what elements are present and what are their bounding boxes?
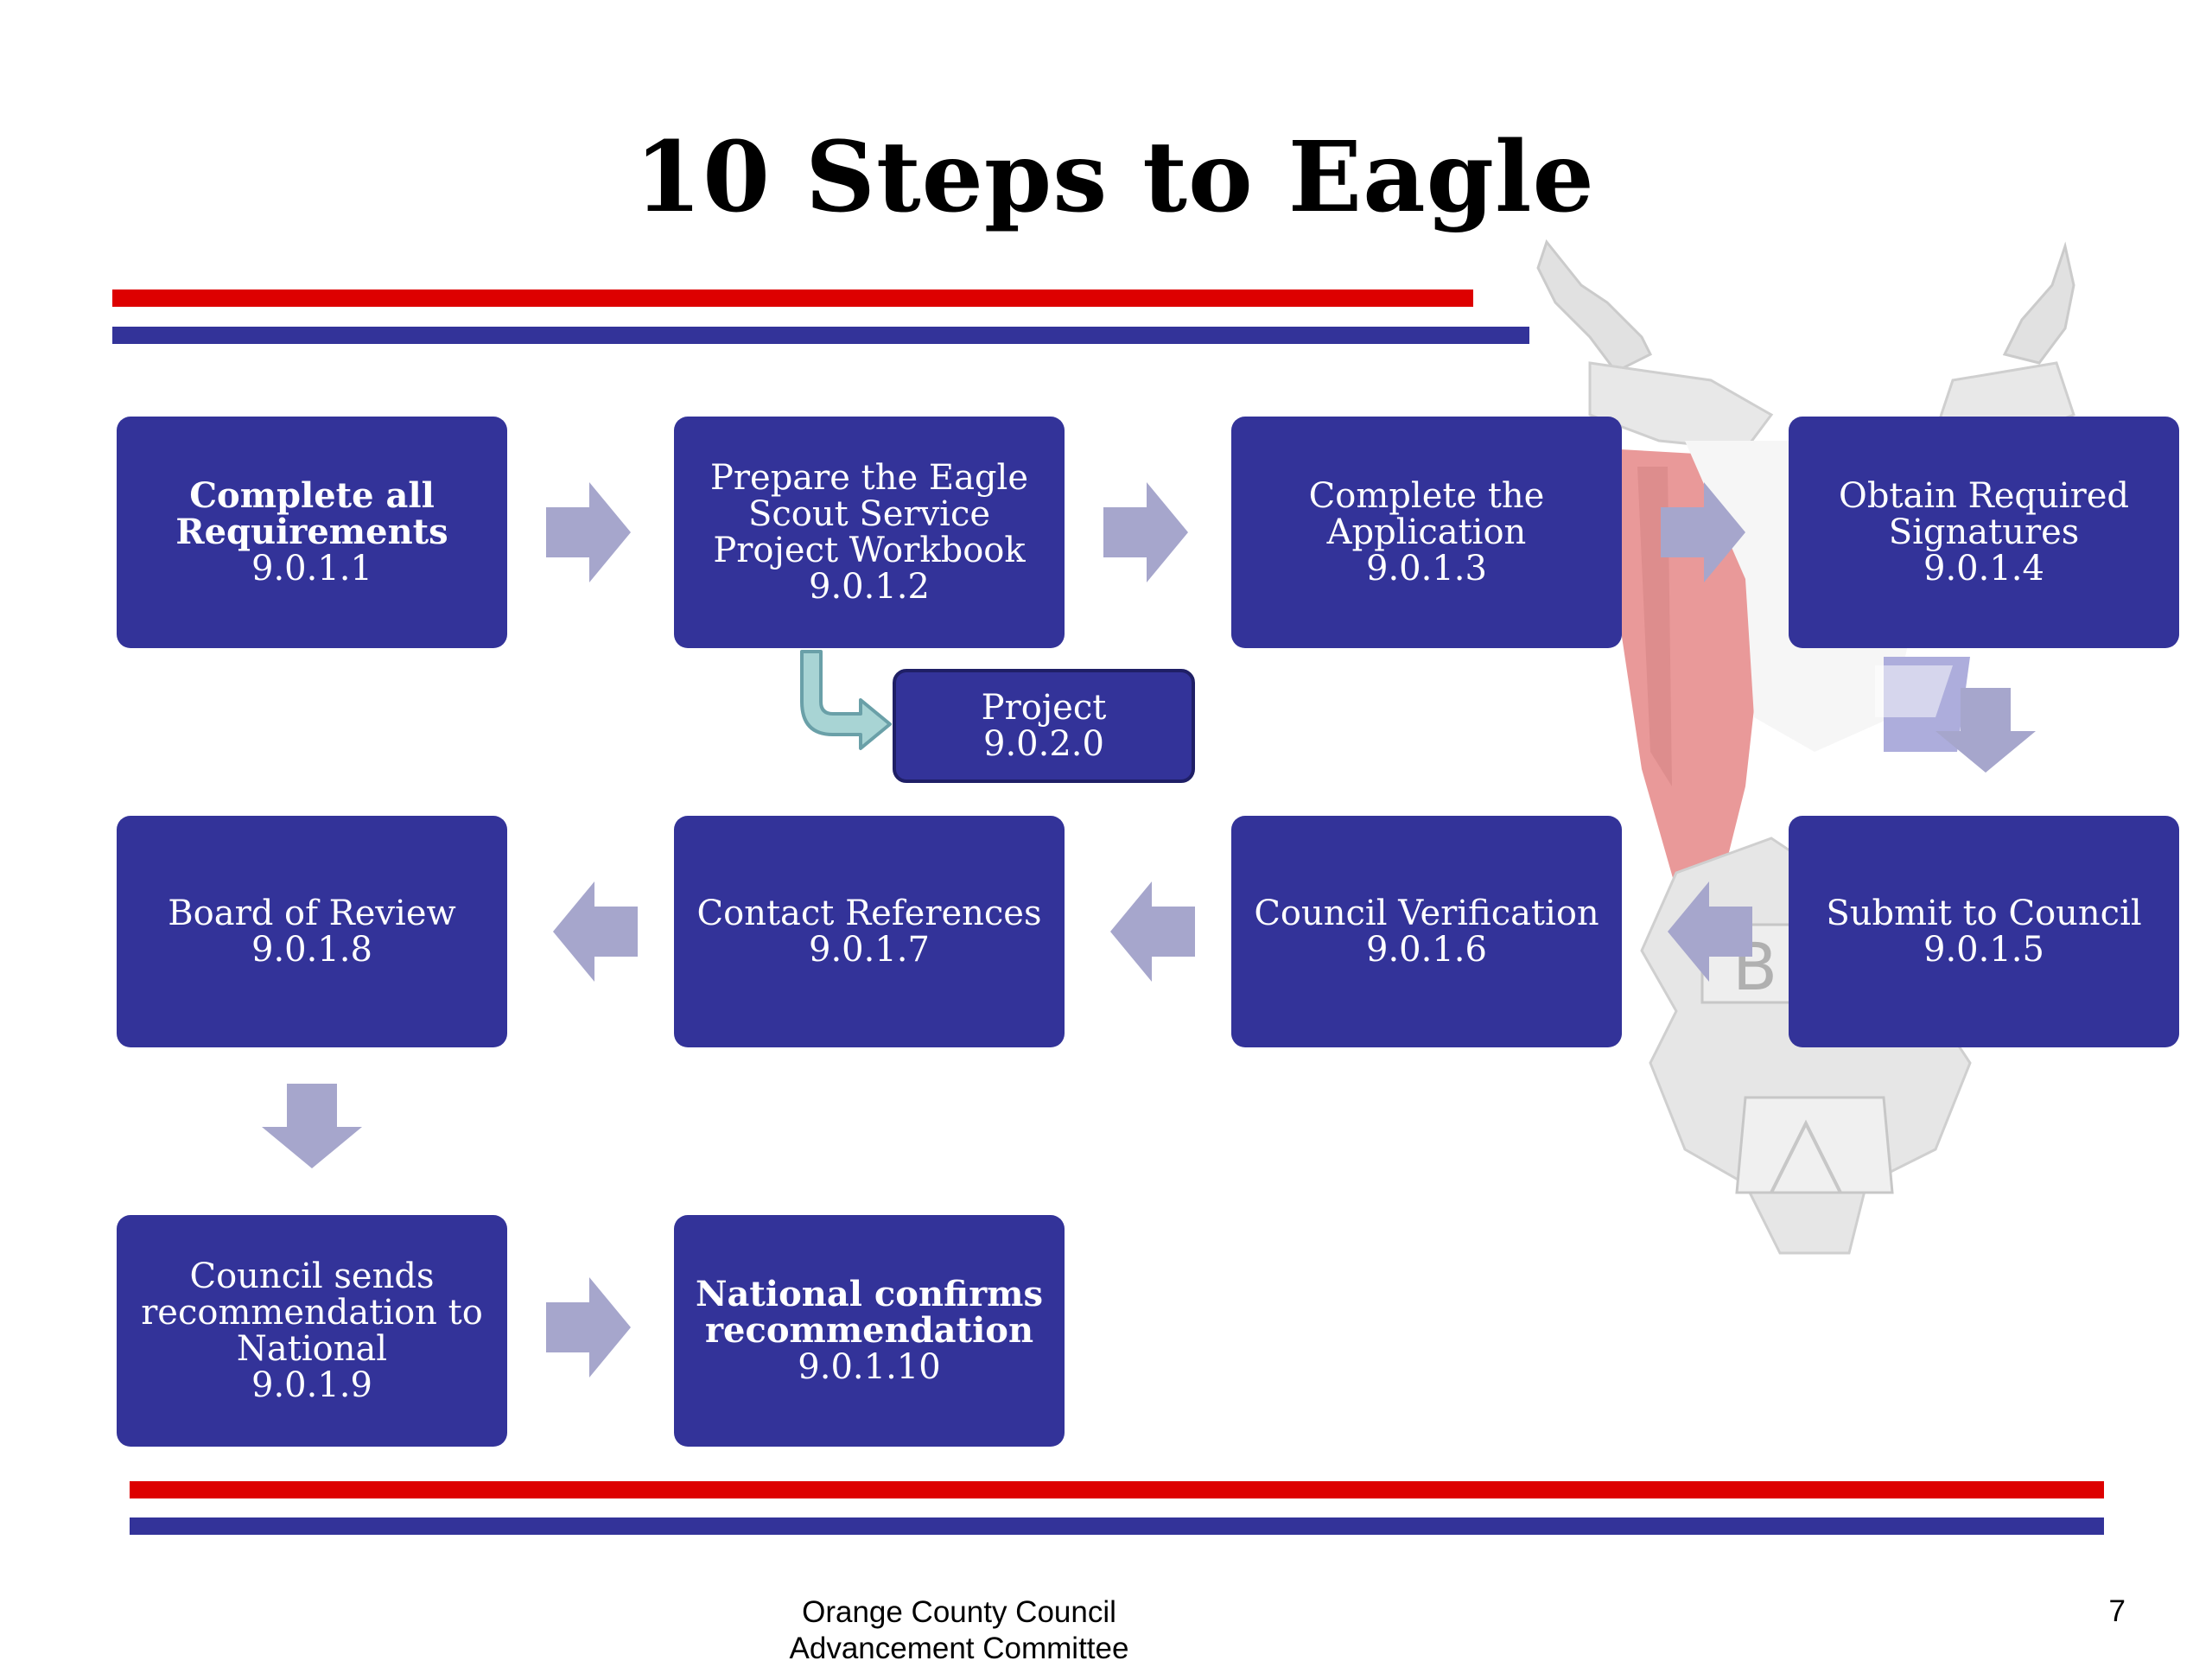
arrow-right-icon bbox=[1661, 482, 1745, 582]
step-label: Complete all Requirements bbox=[175, 475, 448, 552]
step-number: 9.0.1.8 bbox=[251, 930, 372, 970]
step-box-2: Prepare the Eagle Scout Service Project … bbox=[674, 417, 1065, 648]
bent-arrow-icon bbox=[800, 650, 892, 750]
arrow-down-icon bbox=[1936, 688, 2036, 773]
step-number: 9.0.1.10 bbox=[798, 1347, 941, 1387]
top-blue-rule bbox=[112, 327, 1529, 344]
step-label: National confirms recommendation bbox=[695, 1274, 1044, 1351]
page-number: 7 bbox=[2108, 1594, 2126, 1628]
footer: Orange County Council Advancement Commit… bbox=[605, 1594, 1313, 1667]
arrow-left-icon bbox=[1110, 881, 1195, 982]
step-label: Obtain Required Signatures bbox=[1839, 476, 2129, 552]
footer-line-2: Advancement Committee bbox=[789, 1632, 1129, 1665]
step-number: 9.0.1.5 bbox=[1923, 930, 2044, 970]
step-label: Contact References bbox=[696, 894, 1042, 933]
arrow-left-icon bbox=[553, 881, 638, 982]
step-number: 9.0.1.4 bbox=[1923, 549, 2044, 589]
step-label: Prepare the Eagle Scout Service Project … bbox=[709, 458, 1028, 570]
arrow-left-icon bbox=[1668, 881, 1752, 982]
step-number: 9.0.1.1 bbox=[251, 549, 372, 589]
step-number: 9.0.1.3 bbox=[1366, 549, 1487, 589]
step-box-9: Council sends recommendation to National… bbox=[117, 1215, 507, 1447]
footer-line-1: Orange County Council bbox=[802, 1595, 1116, 1629]
arrow-right-icon bbox=[546, 482, 631, 582]
sub-step-number: 9.0.2.0 bbox=[983, 724, 1104, 764]
step-number: 9.0.1.9 bbox=[251, 1365, 372, 1405]
step-label: Council Verification bbox=[1254, 894, 1599, 933]
arrow-down-icon bbox=[262, 1084, 362, 1168]
arrow-right-icon bbox=[1103, 482, 1188, 582]
step-label: Submit to Council bbox=[1826, 894, 2142, 933]
bottom-red-rule bbox=[130, 1481, 2104, 1498]
bottom-blue-rule bbox=[130, 1517, 2104, 1535]
step-number: 9.0.1.2 bbox=[809, 567, 930, 607]
step-number: 9.0.1.6 bbox=[1366, 930, 1487, 970]
slide-title: 10 Steps to Eagle bbox=[634, 121, 1595, 234]
step-label: Board of Review bbox=[168, 894, 456, 933]
step-label: Council sends recommendation to National bbox=[141, 1257, 483, 1369]
sub-step-label: Project bbox=[981, 688, 1107, 728]
top-red-rule bbox=[112, 289, 1473, 307]
step-label: Complete the Application bbox=[1308, 476, 1545, 552]
step-number: 9.0.1.7 bbox=[809, 930, 930, 970]
arrow-right-icon bbox=[546, 1277, 631, 1378]
